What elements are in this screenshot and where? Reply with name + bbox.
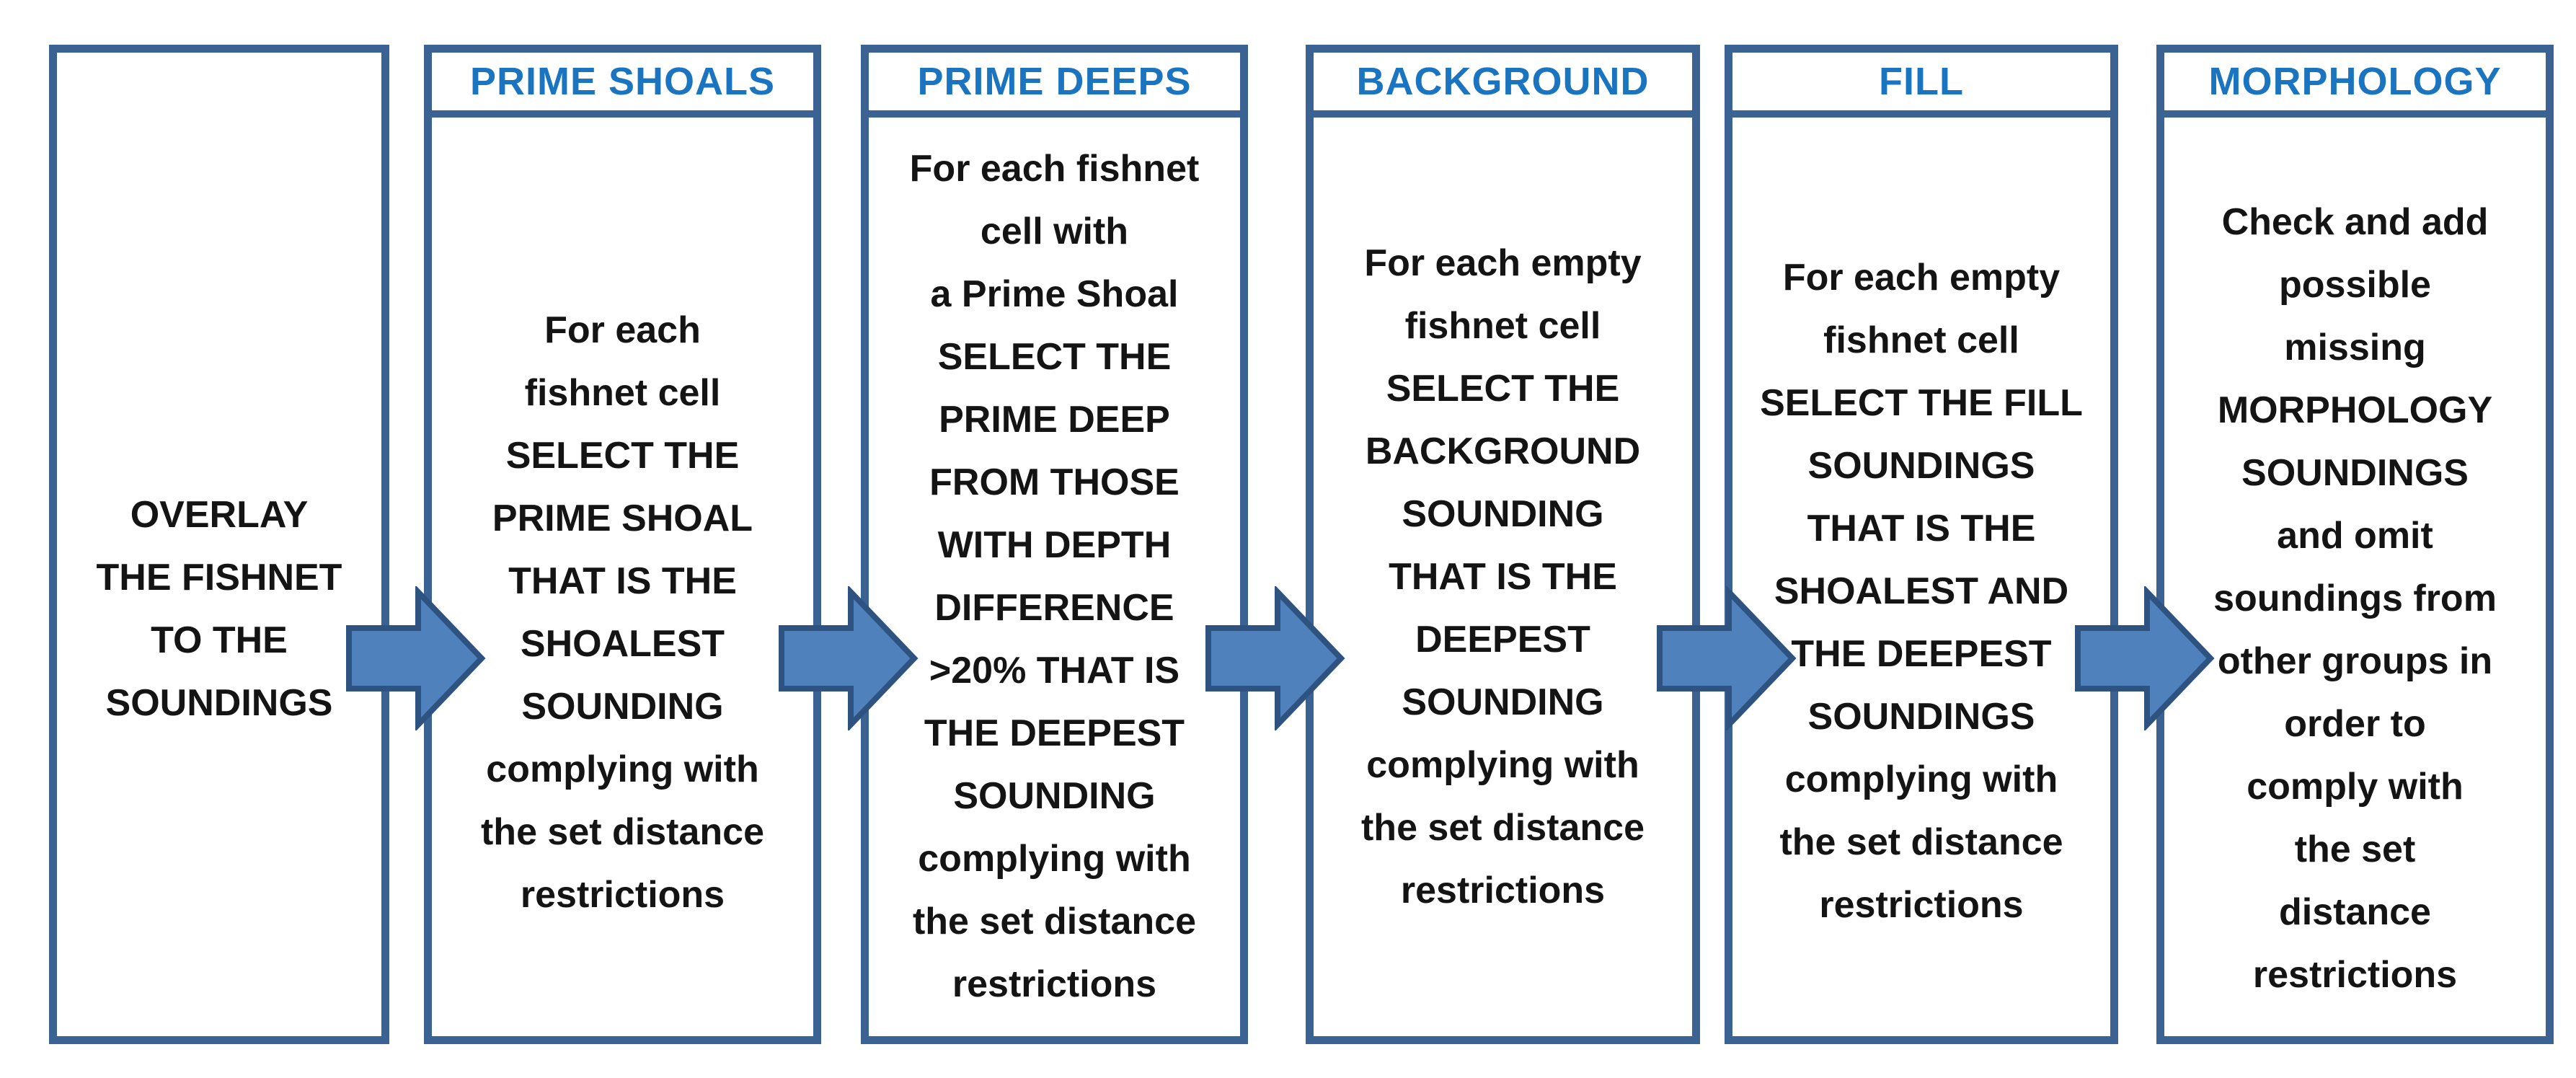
step-body-text: For each fishnet cell with a Prime Shoal… [909,148,1200,1005]
step-header-label: BACKGROUND [1314,53,1692,118]
step-box-fill: FILL For each empty fishnet cell SELECT … [1725,45,2118,1044]
step-box-morphology: MORPHOLOGY Check and add possible missin… [2156,45,2554,1044]
step-body-text: For each empty fishnet cell SELECT THE F… [1760,256,2083,926]
step-header-label: FILL [1732,53,2110,118]
flow-arrow-icon [1657,586,1797,730]
step-header-label: PRIME SHOALS [432,53,813,118]
flow-arrow-icon [346,586,487,730]
step-header-label: PRIME DEEPS [869,53,1240,118]
flow-arrow-icon [1205,586,1346,730]
step-box-background: BACKGROUND For each empty fishnet cell S… [1306,45,1700,1044]
flow-arrow-icon [2075,586,2216,730]
step-header-label: MORPHOLOGY [2164,53,2546,118]
step-body-text: For each fishnet cell SELECT THE PRIME S… [480,309,765,916]
step-box-overlay-fishnet: OVERLAY THE FISHNET TO THE SOUNDINGS [49,45,389,1044]
flow-arrow-icon [779,586,919,730]
step-body-text: OVERLAY THE FISHNET TO THE SOUNDINGS [96,494,342,724]
step-box-prime-shoals: PRIME SHOALS For each fishnet cell SELEC… [424,45,821,1044]
step-body-text: Check and add possible missing MORPHOLOG… [2213,200,2497,996]
step-box-prime-deeps: PRIME DEEPS For each fishnet cell with a… [861,45,1248,1044]
step-body-text: For each empty fishnet cell SELECT THE B… [1360,242,1645,911]
